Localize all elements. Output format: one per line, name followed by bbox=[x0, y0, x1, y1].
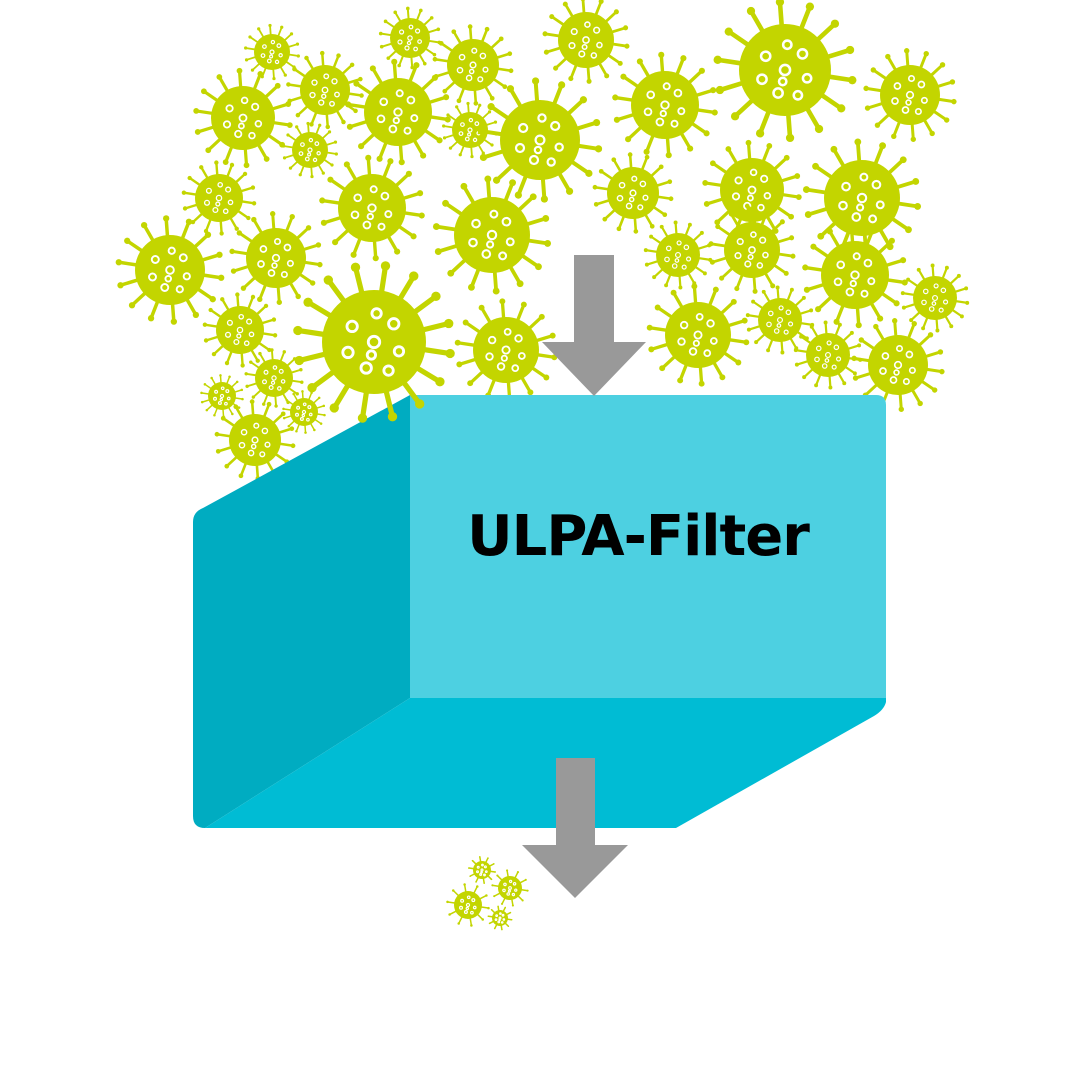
virus-icon bbox=[214, 399, 296, 481]
virus-icon bbox=[193, 67, 293, 169]
virus-icon bbox=[863, 48, 957, 142]
filter-side-face bbox=[193, 395, 410, 828]
overlapping-particles bbox=[293, 261, 455, 423]
virus-icon bbox=[446, 883, 490, 927]
virus-icon bbox=[468, 856, 496, 884]
virus-icon bbox=[612, 51, 718, 159]
virus-icon bbox=[793, 320, 863, 390]
virus-icon bbox=[282, 121, 338, 179]
virus-icon bbox=[442, 101, 498, 159]
virus-icon bbox=[432, 24, 514, 106]
virus-icon bbox=[229, 211, 323, 305]
virus-icon bbox=[202, 292, 278, 368]
virus-icon bbox=[454, 298, 558, 402]
virus-icon bbox=[802, 138, 922, 258]
virus-icon bbox=[477, 77, 603, 203]
virus-icon bbox=[293, 261, 455, 423]
arrow-down-icon bbox=[542, 255, 646, 396]
virus-icon bbox=[432, 175, 552, 295]
virus-icon bbox=[542, 0, 630, 84]
virus-icon bbox=[244, 23, 300, 81]
filter-bottom-face bbox=[205, 698, 886, 828]
virus-icon bbox=[378, 6, 442, 70]
virus-icon bbox=[487, 905, 513, 931]
filter-block: ULPA-Filter bbox=[193, 395, 886, 828]
virus-icon bbox=[244, 348, 304, 408]
virus-icon bbox=[319, 154, 425, 262]
virus-icon bbox=[491, 869, 529, 907]
virus-icon bbox=[900, 263, 970, 333]
filtered-particles bbox=[446, 856, 529, 931]
virus-icon bbox=[708, 206, 796, 294]
incoming-particles bbox=[115, 0, 970, 481]
virus-icon bbox=[115, 215, 225, 325]
filter-label: ULPA-Filter bbox=[467, 504, 810, 569]
arrow-down-icon bbox=[522, 758, 628, 898]
virus-icon bbox=[286, 50, 364, 130]
virus-icon bbox=[851, 318, 945, 412]
filter-front-face bbox=[410, 395, 886, 698]
virus-icon bbox=[646, 283, 750, 387]
virus-icon bbox=[282, 390, 326, 434]
virus-icon bbox=[802, 221, 908, 329]
virus-icon bbox=[713, 0, 857, 143]
virus-icon bbox=[745, 285, 815, 355]
virus-icon bbox=[592, 152, 674, 234]
virus-icon bbox=[643, 220, 713, 290]
virus-icon bbox=[345, 58, 451, 166]
virus-icon bbox=[181, 160, 257, 236]
